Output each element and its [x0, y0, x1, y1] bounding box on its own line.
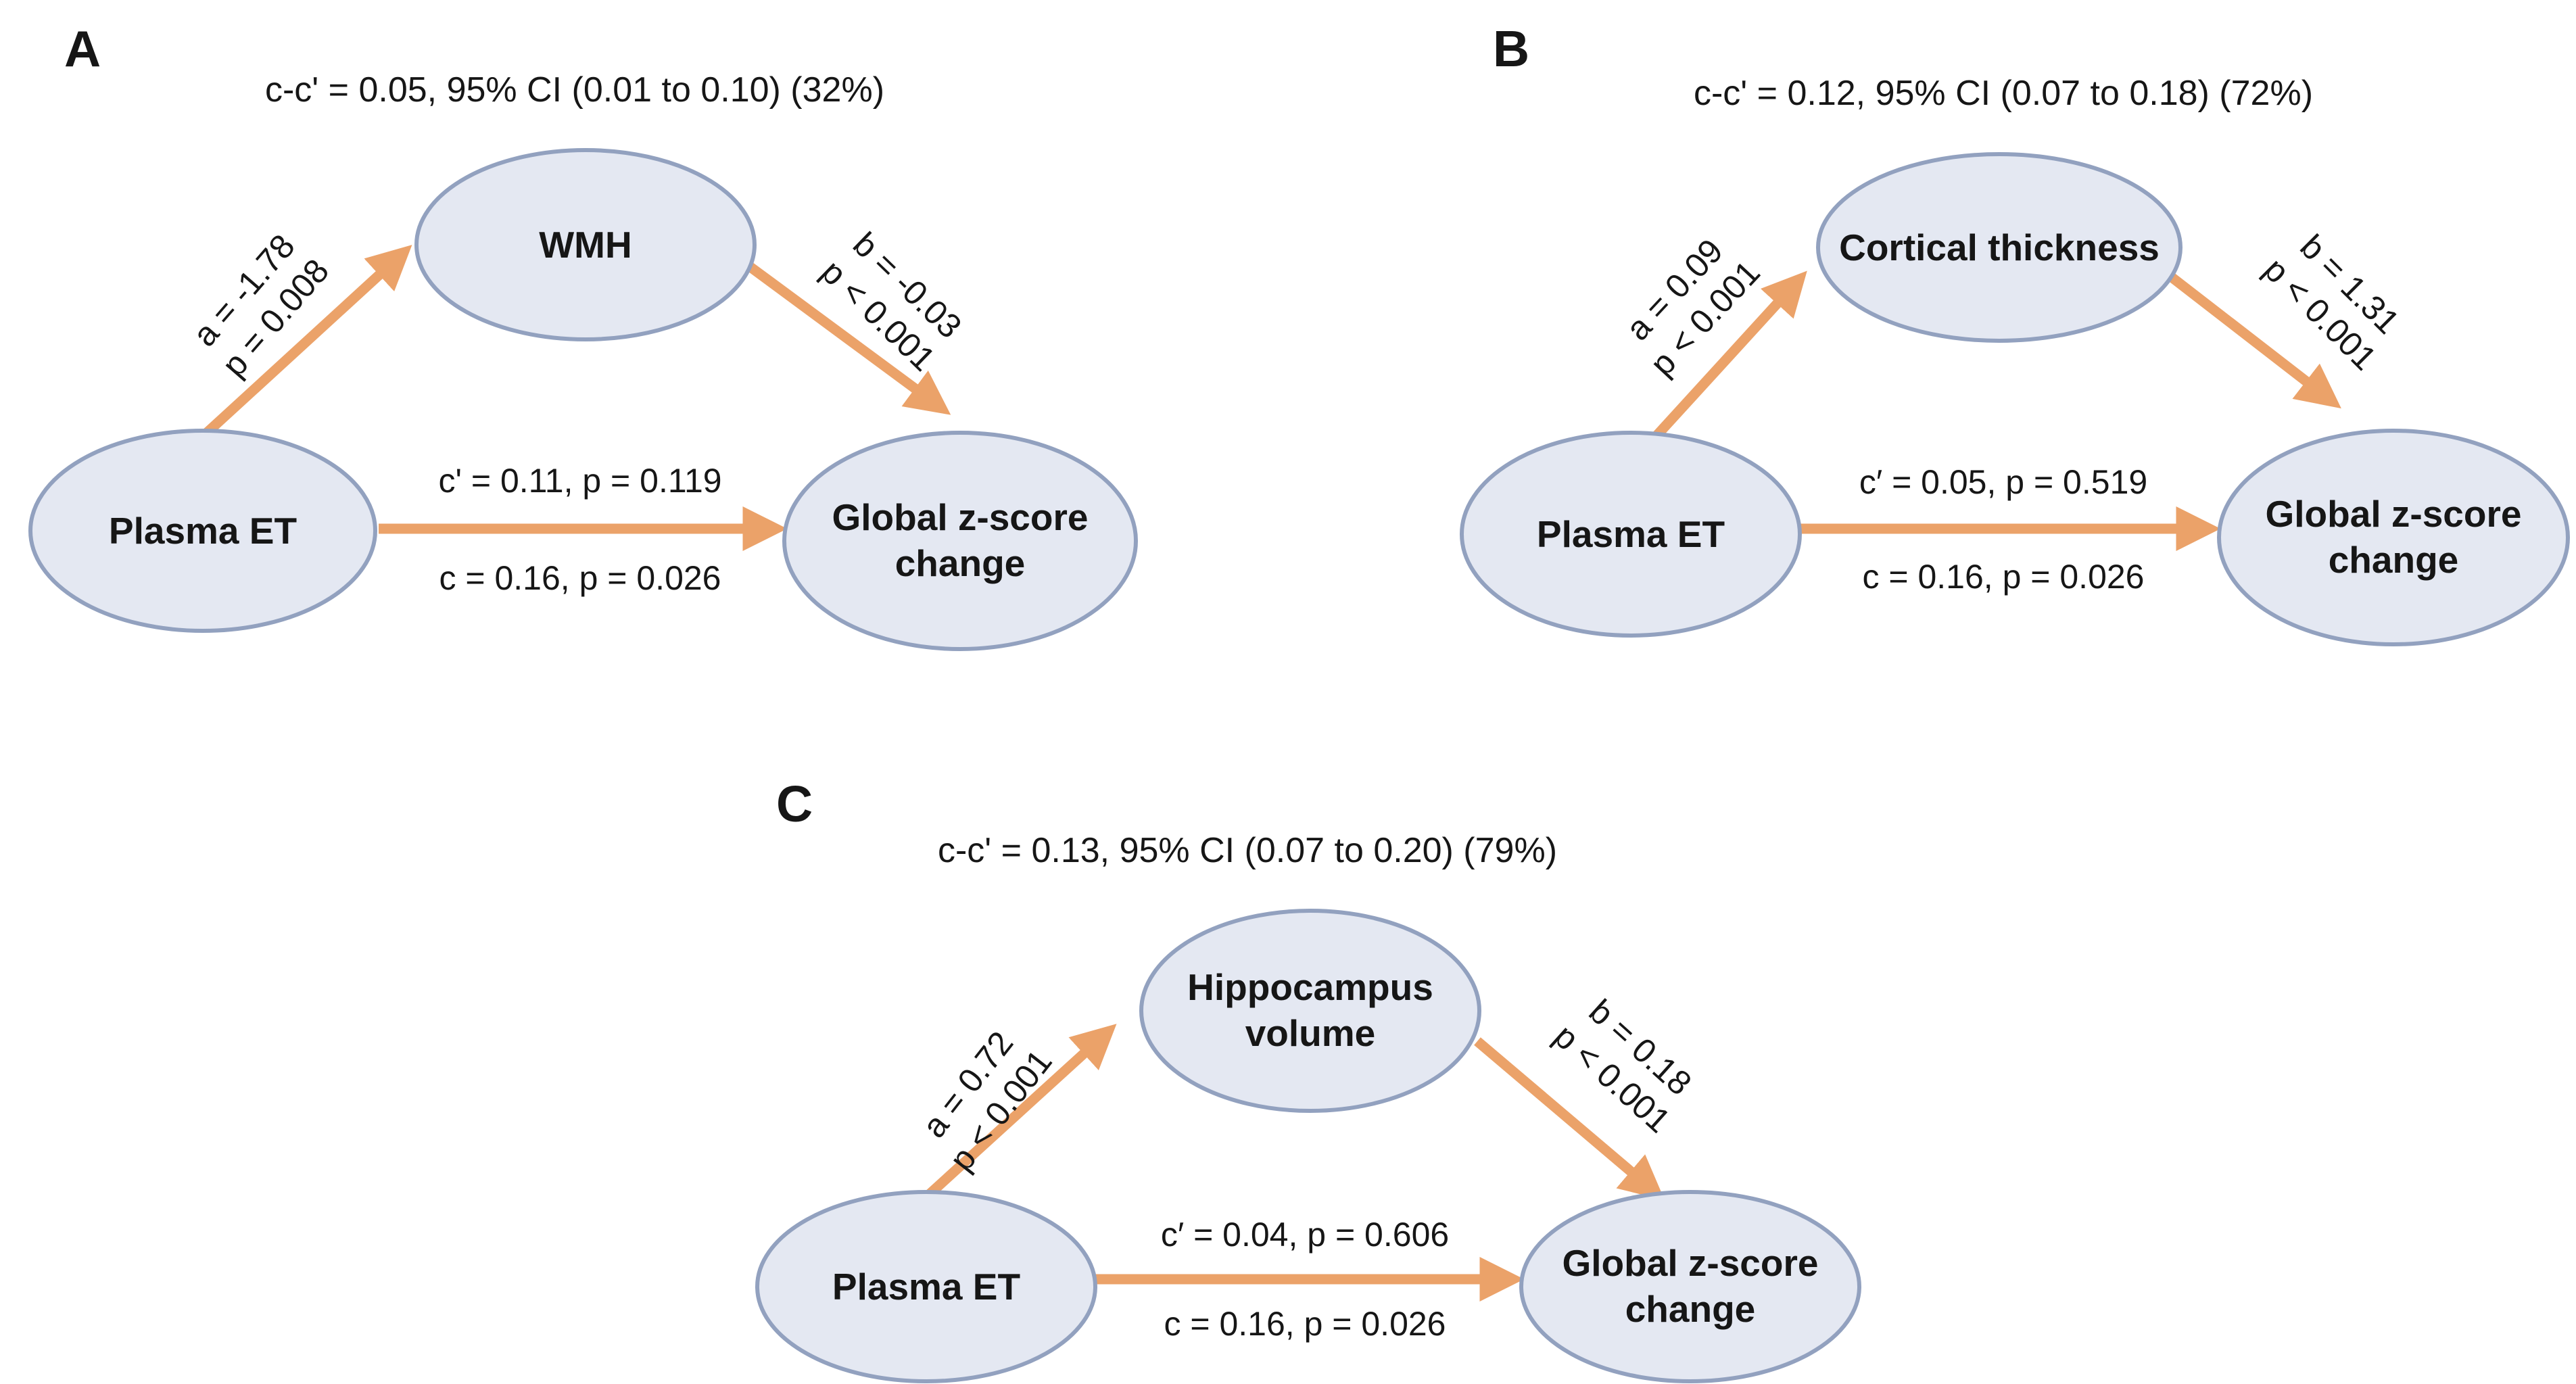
- panel-a-path-b-label: b = -0.03 p < 0.001: [814, 225, 969, 379]
- panel-a-predictor-node: [28, 429, 377, 633]
- panel-a-mediator-node: [414, 148, 757, 341]
- panel-c-mediator-label-line1: Hippocampus: [1187, 966, 1433, 1008]
- panel-b-outcome-label-line2: change: [2329, 539, 2459, 581]
- panel-a-path-a-label: a = -1.78 p = 0.008: [185, 227, 336, 384]
- panel-b-path-b-label: b = 1.31 p < 0.001: [2257, 227, 2407, 377]
- panel-c-c-label: c = 0.16, p = 0.026: [1164, 1305, 1446, 1343]
- panel-b-path-a-label: a = 0.09 p < 0.001: [1619, 232, 1767, 383]
- panel-c-path-b-arrow: [1474, 1037, 1665, 1201]
- panel-c-outcome-label-line1: Global z-score: [1563, 1242, 1819, 1284]
- panel-c-outcome-node: [1519, 1190, 1861, 1383]
- panel-a-c-label: c = 0.16, p = 0.026: [439, 559, 721, 597]
- panel-b-letter: B: [1493, 20, 1529, 77]
- panel-a: A c-c' = 0.05, 95% CI (0.01 to 0.10) (32…: [28, 20, 1138, 651]
- panel-c-letter: C: [776, 775, 813, 832]
- panel-a-letter: A: [64, 20, 101, 77]
- panel-a-mediator-label: WMH: [539, 224, 631, 266]
- panel-a-outcome-label-line1: Global z-score: [832, 496, 1089, 538]
- panel-b-outcome-node: [2217, 429, 2570, 646]
- panel-b-mediator-node: [1816, 152, 2183, 343]
- panel-c: C c-c' = 0.13, 95% CI (0.07 to 0.20) (79…: [755, 775, 1861, 1383]
- panel-b-path-a-arrow: [1649, 270, 1807, 444]
- panel-c-title: c-c' = 0.13, 95% CI (0.07 to 0.20) (79%): [938, 831, 1557, 870]
- panel-c-predictor-node: [755, 1190, 1097, 1383]
- panel-a-title: c-c' = 0.05, 95% CI (0.01 to 0.10) (32%): [265, 70, 884, 110]
- panel-c-c-prime-label: c′ = 0.04, p = 0.606: [1161, 1216, 1449, 1254]
- panel-a-outcome-node: [782, 431, 1138, 651]
- panel-c-predictor-label: Plasma ET: [832, 1266, 1020, 1308]
- panel-b-title: c-c' = 0.12, 95% CI (0.07 to 0.18) (72%): [1694, 74, 2313, 113]
- panel-b-c-prime-label: c′ = 0.05, p = 0.519: [1859, 463, 2147, 501]
- panel-b-mediator-label: Cortical thickness: [1839, 226, 2160, 268]
- panel-c-path-a-arrow: [919, 1024, 1117, 1204]
- panel-b-predictor-node: [1460, 431, 1802, 638]
- panel-c-mediator-label-line2: volume: [1245, 1012, 1376, 1054]
- panel-b-predictor-label: Plasma ET: [1537, 513, 1725, 555]
- panel-b: B c-c' = 0.12, 95% CI (0.07 to 0.18) (72…: [1460, 20, 2570, 646]
- panel-b-path-b-arrow: [2168, 273, 2341, 409]
- panel-a-path-a-arrow: [195, 245, 412, 444]
- panel-a-outcome-label-line2: change: [895, 542, 1026, 584]
- panel-c-outcome-label-line2: change: [1625, 1288, 1756, 1330]
- panel-a-c-prime-label: c' = 0.11, p = 0.119: [438, 462, 721, 500]
- panel-a-path-b-arrow: [747, 262, 951, 415]
- panel-b-c-label: c = 0.16, p = 0.026: [1863, 558, 2145, 596]
- panel-a-predictor-label: Plasma ET: [109, 510, 297, 552]
- panel-c-mediator-node: [1139, 909, 1481, 1113]
- panel-b-outcome-label-line1: Global z-score: [2266, 493, 2522, 535]
